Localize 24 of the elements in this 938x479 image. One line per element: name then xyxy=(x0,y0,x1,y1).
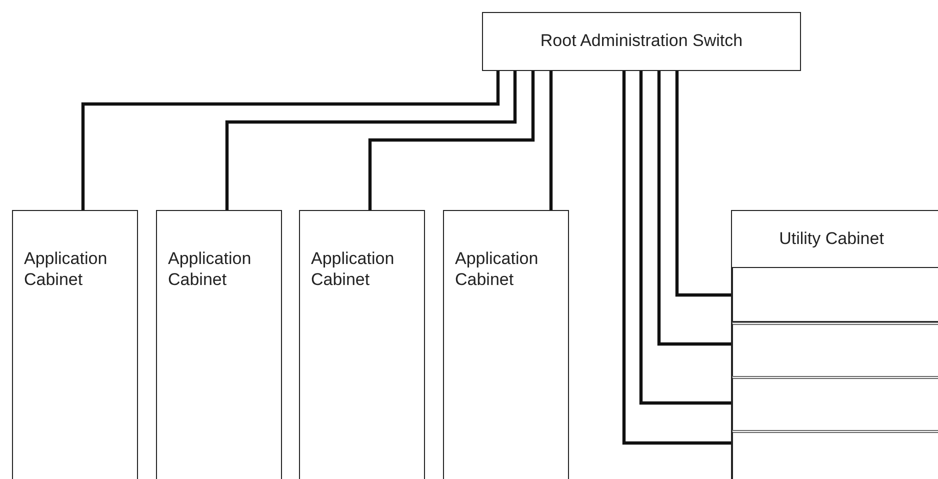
connector-line xyxy=(639,71,731,405)
connector-line xyxy=(368,71,535,210)
cabinet-label: Application Cabinet xyxy=(455,248,540,290)
cabinet-label: Application Cabinet xyxy=(311,248,396,290)
cabinet-slot xyxy=(732,267,938,322)
cabinet-box xyxy=(12,210,138,479)
connector-line xyxy=(657,71,731,346)
cabinet-box xyxy=(731,210,938,479)
connector-line xyxy=(81,71,500,210)
cabinet-label: Application Cabinet xyxy=(24,248,108,290)
box-label: Root Administration Switch xyxy=(539,30,744,51)
connector-line xyxy=(549,71,553,210)
cabinet-slot xyxy=(732,322,938,376)
cabinet-box xyxy=(443,210,569,479)
cabinet-box xyxy=(299,210,425,479)
box-label: Utility Cabinet xyxy=(778,228,885,249)
cabinet-slot xyxy=(732,376,938,430)
cabinet-slot xyxy=(732,430,938,479)
connector-line xyxy=(225,71,517,210)
connector-line xyxy=(675,71,731,297)
cabinet-label: Application Cabinet xyxy=(168,248,252,290)
cabinet-box xyxy=(156,210,282,479)
switch-box xyxy=(482,12,801,71)
connector-line xyxy=(622,71,731,445)
